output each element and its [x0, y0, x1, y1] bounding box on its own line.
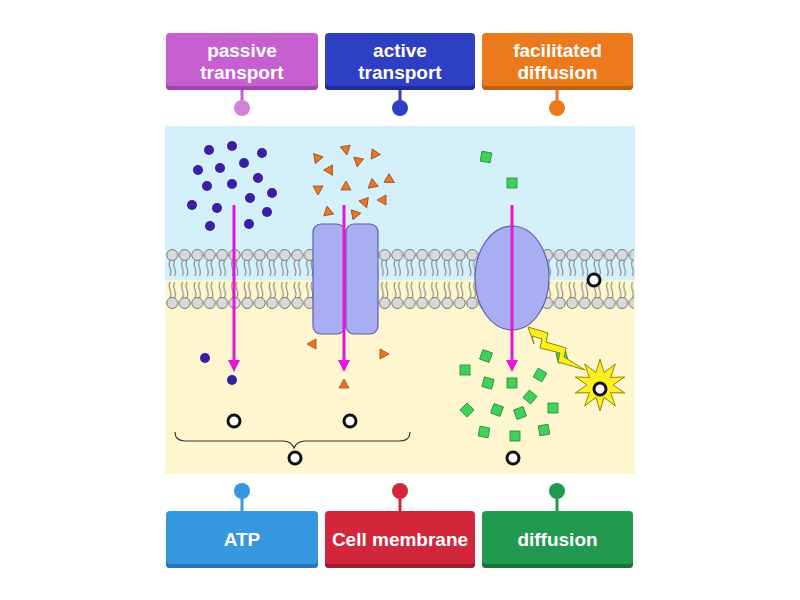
solute-dot: [262, 207, 272, 217]
solute-dot: [202, 181, 212, 191]
ion-triangle: [367, 149, 380, 162]
ion-triangle: [377, 195, 386, 205]
transport-arrows: [234, 205, 512, 366]
solute-dot: [227, 141, 237, 151]
transport-arrow: [343, 205, 346, 366]
grouping-brace: [175, 432, 410, 448]
ion-triangle: [365, 179, 378, 192]
answer-marker: [507, 452, 519, 464]
pin-head: [549, 100, 565, 116]
solute-dot: [227, 375, 237, 385]
molecule-square: [507, 378, 517, 388]
channel-protein: [313, 224, 345, 334]
pin-head: [392, 483, 408, 499]
pin-head: [549, 483, 565, 499]
label-text: diffusion: [517, 529, 597, 551]
answer-marker: [289, 452, 301, 464]
pin-head: [392, 100, 408, 116]
answer-marker: [228, 415, 240, 427]
pin-head: [234, 100, 250, 116]
label-box: diffusion: [482, 511, 633, 568]
answer-marker: [594, 383, 606, 395]
ion-triangle: [307, 339, 316, 349]
solute-dot: [257, 148, 267, 158]
ion-triangle: [322, 205, 333, 216]
molecule-square: [523, 390, 537, 404]
molecule-square: [538, 424, 550, 436]
label-pins: [234, 89, 565, 511]
label-text: Cell membrane: [332, 529, 468, 551]
ion-triangle: [340, 145, 351, 156]
ion-triangle: [359, 198, 371, 210]
label-text: ATP: [224, 529, 261, 551]
label-box: passive transport: [166, 33, 318, 90]
pin-head: [234, 483, 250, 499]
molecule-square: [548, 403, 558, 413]
molecule-square: [510, 431, 520, 441]
energy-bolt: [528, 327, 585, 370]
solute-dot: [245, 193, 255, 203]
label-text: active transport: [331, 40, 469, 84]
molecule-square: [480, 350, 493, 363]
solute-dot: [205, 221, 215, 231]
solute-dot: [244, 219, 254, 229]
solute-dot: [193, 165, 203, 175]
ion-molecules: [307, 145, 397, 388]
ion-triangle: [341, 181, 351, 190]
ion-triangle: [324, 165, 337, 178]
solute-molecules: [187, 141, 277, 385]
molecule-square: [533, 368, 547, 382]
molecule-square: [491, 404, 504, 417]
label-box: Cell membrane: [325, 511, 475, 568]
ion-triangle: [352, 157, 363, 168]
answer-markers: [228, 274, 606, 464]
ion-triangle: [339, 379, 349, 388]
label-box: active transport: [325, 33, 475, 90]
solute-dot: [215, 163, 225, 173]
ion-triangle: [313, 186, 323, 195]
ion-triangle: [380, 349, 389, 359]
ion-triangle: [384, 174, 397, 187]
solute-dot: [239, 158, 249, 168]
answer-marker: [588, 274, 600, 286]
solute-dot: [267, 188, 277, 198]
solute-dot: [212, 203, 222, 213]
transport-arrow: [511, 205, 514, 366]
solute-dot: [253, 173, 263, 183]
energy-burst: [575, 359, 624, 411]
label-box: ATP: [166, 511, 318, 568]
label-box: facilitated diffusion: [482, 33, 633, 90]
channel-protein: [346, 224, 378, 334]
solute-dot: [200, 353, 210, 363]
solute-dot: [227, 179, 237, 189]
phospholipid-bilayer: [166, 247, 634, 311]
molecule-square: [460, 403, 474, 417]
label-text: facilitated diffusion: [488, 40, 627, 84]
molecule-square: [482, 377, 494, 389]
label-text: passive transport: [172, 40, 312, 84]
molecule-square: [478, 426, 490, 438]
answer-marker: [344, 415, 356, 427]
glucose-molecules: [460, 151, 568, 441]
molecule-square: [480, 151, 492, 163]
molecule-square: [507, 178, 517, 188]
transport-arrow: [233, 205, 236, 366]
solute-dot: [204, 145, 214, 155]
ion-triangle: [311, 154, 323, 166]
ion-triangle: [351, 208, 362, 219]
solute-dot: [187, 200, 197, 210]
molecule-square: [514, 407, 527, 420]
molecule-square: [460, 365, 470, 375]
